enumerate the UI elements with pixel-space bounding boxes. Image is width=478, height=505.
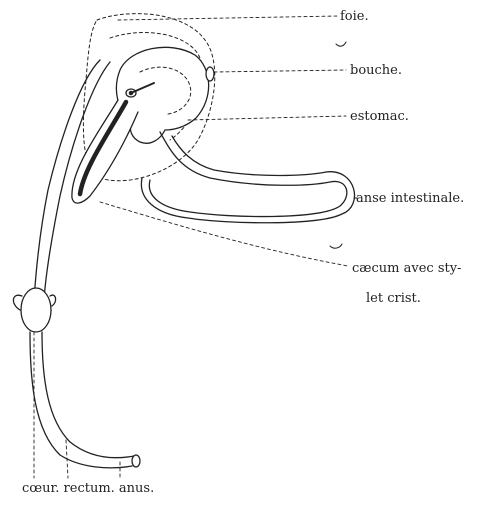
anus-opening [132, 455, 140, 467]
stray-mark-1 [336, 42, 346, 46]
label-foie: foie. [340, 10, 369, 23]
label-caecum-line2: let crist. [366, 292, 421, 305]
label-caecum-line1: cæcum avec sty- [352, 262, 461, 275]
mouth [206, 67, 214, 81]
rectum-lower-inner [42, 332, 134, 458]
leader-bouche [214, 70, 346, 72]
intestinal-loop-inner [141, 136, 354, 223]
label-bouche: bouche. [350, 64, 402, 77]
label-bottom-row: cœur. rectum. anus. [22, 482, 154, 495]
label-estomac: estomac. [350, 110, 409, 123]
stray-mark-2 [330, 244, 342, 248]
leader-caecum [100, 202, 348, 266]
leader-estomac [188, 116, 346, 120]
rectum-lower-outer [30, 332, 132, 468]
leader-foie [118, 16, 338, 20]
label-anse-intestinale: anse intestinale. [356, 192, 464, 205]
heart [21, 288, 51, 332]
